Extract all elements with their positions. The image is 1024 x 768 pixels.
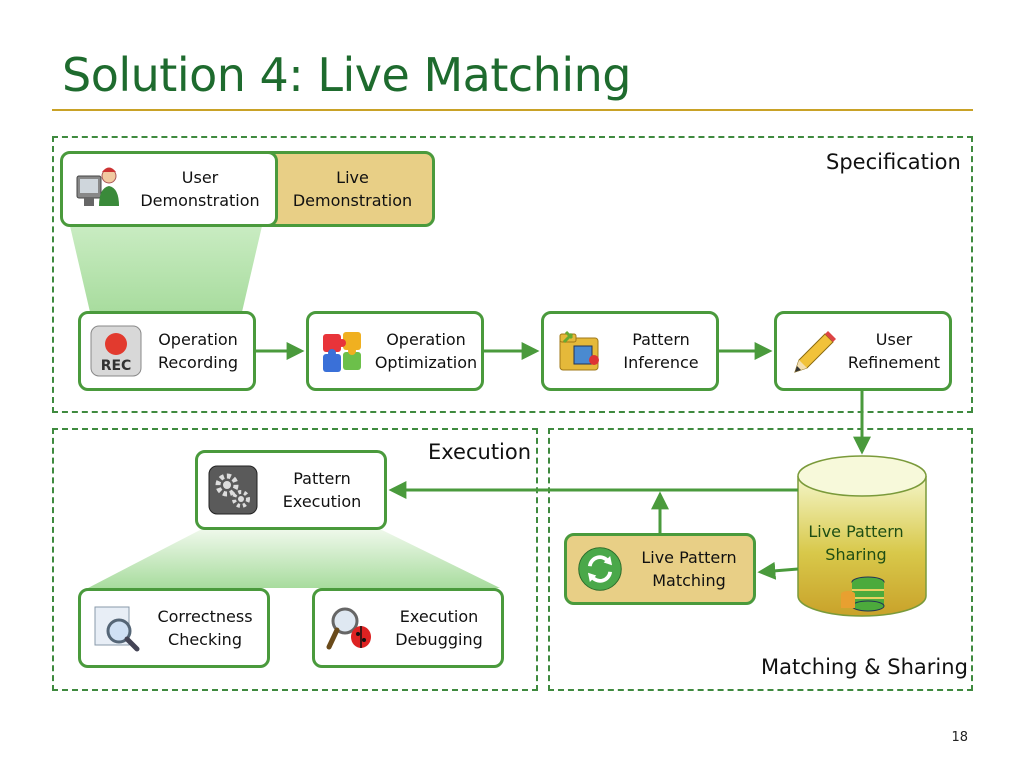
pattern-execution-label: Pattern Execution xyxy=(282,469,362,511)
node-correctness-checking[interactable]: Correctness Checking xyxy=(78,588,270,668)
label-matching-sharing: Matching & Sharing xyxy=(761,655,968,679)
operation-optimization-label: Operation Optimization xyxy=(374,330,478,372)
live-demonstration-label: Live Demonstration xyxy=(292,168,413,210)
live-pattern-matching-label: Live Pattern Matching xyxy=(641,548,737,590)
label-execution: Execution xyxy=(428,440,532,464)
region-execution xyxy=(52,428,538,691)
node-user-refinement[interactable]: User Refinement xyxy=(774,311,952,391)
pattern-inference-label: Pattern Inference xyxy=(623,330,699,372)
live-pattern-sharing-label: Live Pattern Sharing xyxy=(808,522,904,564)
rec-icon: REC xyxy=(90,325,142,377)
label-specification: Specification xyxy=(826,150,961,174)
node-pattern-execution[interactable]: Pattern Execution xyxy=(195,450,387,530)
correctness-checking-label: Correctness Checking xyxy=(157,607,253,649)
user-at-computer-icon xyxy=(76,167,119,206)
node-live-pattern-matching[interactable]: Live Pattern Matching xyxy=(564,533,756,605)
region-matching-sharing xyxy=(548,428,973,691)
region-specification xyxy=(52,136,973,413)
fan-execution xyxy=(88,530,500,588)
slide-title: Solution 4: Live Matching xyxy=(62,48,631,102)
tools-folder-icon xyxy=(559,330,599,371)
pencil-icon xyxy=(794,331,836,373)
sync-icon xyxy=(578,547,622,591)
node-user-demonstration[interactable]: User Demonstration xyxy=(60,151,278,227)
title-rule xyxy=(52,109,973,111)
fan-demonstration xyxy=(70,226,262,312)
execution-debugging-label: Execution Debugging xyxy=(395,607,483,649)
database-cylinder xyxy=(797,455,927,617)
arrow-sharing-to-matching xyxy=(757,561,799,580)
gears-icon xyxy=(208,465,258,515)
node-operation-recording[interactable]: REC Operation Recording xyxy=(78,311,256,391)
node-execution-debugging[interactable]: Execution Debugging xyxy=(312,588,504,668)
puzzle-icon xyxy=(323,332,361,372)
user-refinement-label: User Refinement xyxy=(847,330,941,372)
node-pattern-inference[interactable]: Pattern Inference xyxy=(541,311,719,391)
magnifier-icon xyxy=(94,606,140,652)
svg-text:REC: REC xyxy=(101,358,132,374)
bug-magnifier-icon xyxy=(326,607,371,650)
database-icon xyxy=(841,576,885,612)
operation-recording-label: Operation Recording xyxy=(157,330,239,372)
page-number: 18 xyxy=(951,730,968,745)
node-operation-optimization[interactable]: Operation Optimization xyxy=(306,311,484,391)
user-demonstration-label: User Demonstration xyxy=(140,168,260,210)
